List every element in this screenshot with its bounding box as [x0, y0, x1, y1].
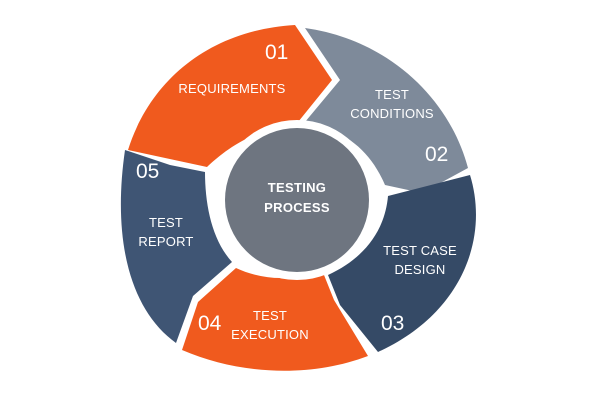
- step-03-segment: [328, 175, 476, 352]
- step-05-number: 05: [136, 160, 159, 183]
- step-02-test-conditions: TEST CONDITIONS 02: [305, 28, 468, 193]
- step-04-label-line-1: TEST: [253, 308, 287, 323]
- step-02-number: 02: [425, 143, 448, 166]
- step-01-requirements: 01 REQUIREMENTS: [128, 25, 332, 167]
- step-01-label: REQUIREMENTS: [178, 81, 285, 96]
- center-title-line-2: PROCESS: [264, 200, 330, 215]
- step-05-test-report: 05 TEST REPORT: [120, 150, 232, 343]
- step-03-label-line-1: TEST CASE: [383, 243, 457, 258]
- step-04-label-line-2: EXECUTION: [231, 327, 309, 342]
- step-04-test-execution: 04 TEST EXECUTION: [182, 268, 368, 371]
- step-03-number: 03: [381, 312, 404, 335]
- step-04-number: 04: [198, 312, 222, 335]
- step-05-segment: [120, 150, 232, 343]
- step-05-label-line-1: TEST: [149, 215, 183, 230]
- center-title-line-1: TESTING: [268, 180, 326, 195]
- center-hub-circle: [225, 128, 369, 272]
- step-05-label-line-2: REPORT: [138, 234, 193, 249]
- step-02-label-line-2: CONDITIONS: [350, 106, 434, 121]
- step-03-label-line-2: DESIGN: [394, 262, 445, 277]
- step-02-label-line-1: TEST: [375, 87, 409, 102]
- step-02-segment: [305, 28, 468, 193]
- step-01-number: 01: [265, 41, 288, 64]
- step-01-segment: [128, 25, 332, 167]
- step-04-segment: [182, 268, 368, 371]
- center-hub: TESTING PROCESS: [217, 120, 377, 280]
- step-03-test-case-design: TEST CASE DESIGN 03: [328, 175, 476, 352]
